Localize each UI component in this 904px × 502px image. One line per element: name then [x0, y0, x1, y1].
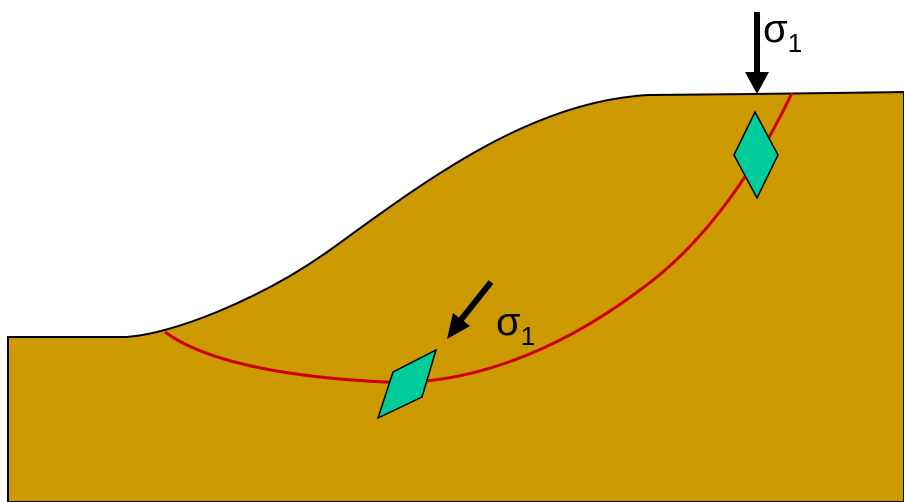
bottom-sigma-subscript: 1 [521, 321, 535, 351]
top-sigma-arrowhead [745, 72, 769, 94]
top-sigma-symbol: σ [763, 7, 788, 51]
top-sigma-subscript: 1 [788, 28, 802, 58]
top-sigma-label: σ1 [763, 7, 802, 58]
bottom-sigma-symbol: σ [496, 300, 521, 344]
